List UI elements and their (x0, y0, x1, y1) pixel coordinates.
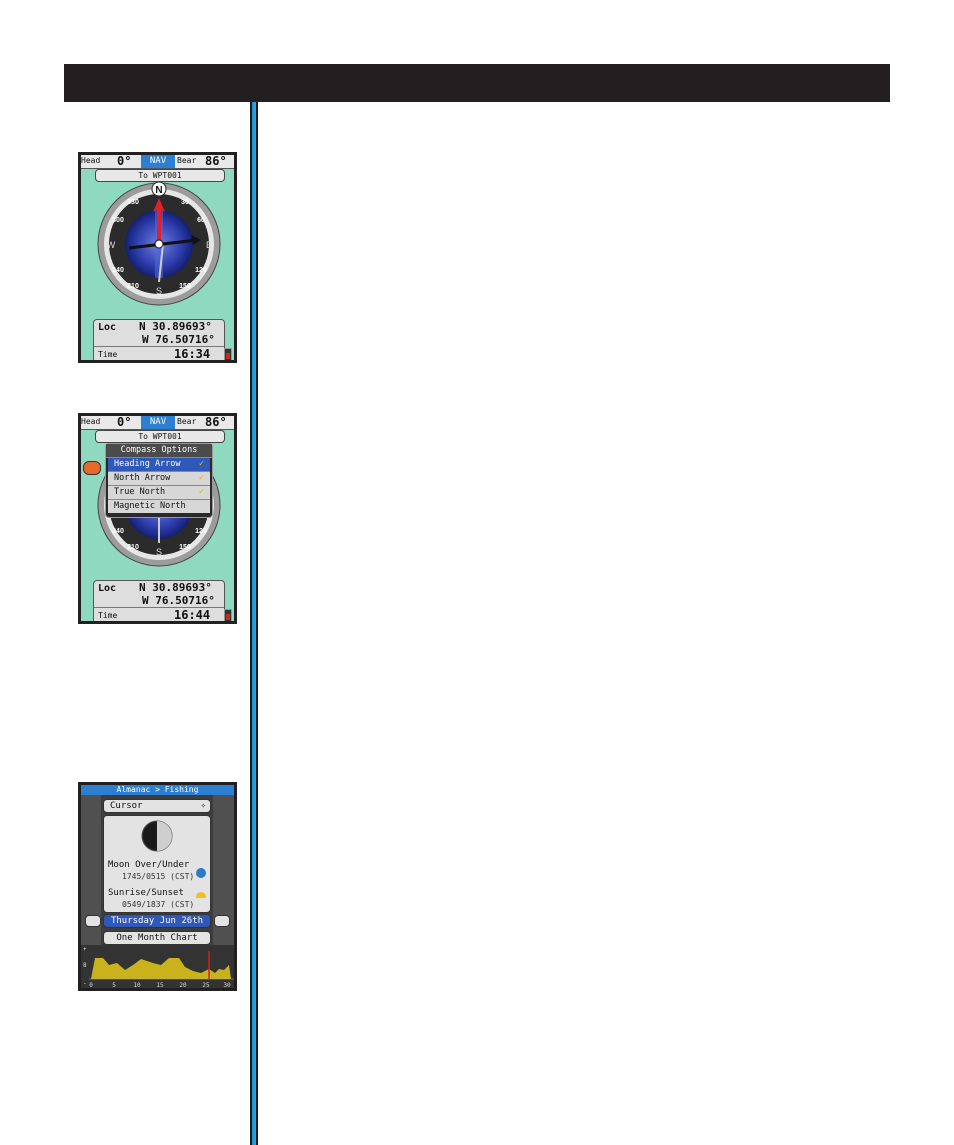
chart-x-tick: 25 (202, 982, 210, 988)
sun-label: Sunrise/Sunset (108, 888, 184, 898)
fishing-chart: + 8 - 0 5 10 15 20 25 30 (81, 945, 234, 988)
dial-e: E (206, 240, 212, 250)
dial-w: W (107, 240, 116, 250)
dial-s: S (156, 547, 162, 557)
cursor-label: Cursor (110, 801, 143, 811)
chart-y-top: + (83, 946, 87, 953)
check-icon: ✓ (198, 487, 204, 497)
nav-compass-screenshot: Head 0° NAV Bear 86° To WPT001 N E S (78, 152, 237, 363)
battery-icon (224, 348, 232, 360)
dial-60: 60 (197, 217, 205, 224)
dial-210: 210 (127, 544, 139, 551)
chart-y-bottom: - (83, 980, 87, 987)
menu-item-heading-arrow[interactable]: Heading Arrow ✓ (108, 458, 210, 472)
time-value: 16:34 (174, 347, 211, 360)
chart-x-tick: 15 (156, 982, 164, 988)
prev-day-icon[interactable] (85, 915, 101, 927)
menu-item-north-arrow[interactable]: North Arrow ✓ (108, 472, 210, 486)
bearing-label: Bear (177, 156, 197, 165)
dial-210: 210 (127, 283, 139, 290)
nav-screen: Head 0° NAV Bear 86° To WPT001 N E S (81, 155, 234, 360)
check-icon: ✓ (198, 459, 204, 469)
heading-value: 0° (117, 155, 132, 168)
sidebar-divider (250, 102, 258, 1145)
sun-times: 0549/1837 (CST) (122, 900, 195, 909)
bearing-value: 86° (205, 416, 227, 429)
almanac-screen: Almanac > Fishing Cursor ✧ Moon Over/Und… (81, 785, 234, 988)
destination-label: To WPT001 (95, 430, 225, 443)
latitude-value: N 30.89693° (139, 320, 212, 333)
menu-item-magnetic-north[interactable]: Magnetic North (108, 500, 210, 513)
next-day-icon[interactable] (214, 915, 230, 927)
almanac-info-card: Moon Over/Under 1745/0515 (CST) Sunrise/… (103, 815, 211, 913)
exit-icon[interactable] (83, 461, 101, 475)
chart-x-tick: 0 (89, 982, 93, 988)
north-marker-icon (151, 182, 167, 197)
menu-item-true-north[interactable]: True North ✓ (108, 486, 210, 500)
dial-30: 30 (181, 199, 189, 206)
latitude-value: N 30.89693° (139, 581, 212, 594)
longitude-value: W 76.50716° (142, 594, 215, 607)
chart-x-tick: 30 (223, 982, 231, 988)
menu-item-label: True North (114, 487, 166, 497)
bearing-label: Bear (177, 417, 197, 426)
dial-n: N (155, 185, 162, 196)
nav-topbar: Head 0° NAV Bear 86° (81, 416, 234, 430)
location-panel: Loc N 30.89693° W 76.50716° Time 16:44 (93, 580, 225, 621)
moon-label: Moon Over/Under (108, 860, 190, 870)
compass-options-menu: Compass Options Heading Arrow ✓ North Ar… (105, 443, 213, 518)
destination-label: To WPT001 (95, 169, 225, 182)
loc-label: Loc (98, 583, 117, 594)
sunrise-icon (196, 892, 206, 898)
dial-240: 240 (112, 267, 124, 274)
heading-value: 0° (117, 416, 132, 429)
north-arrow-icon (153, 198, 165, 242)
menu-item-label: Magnetic North (114, 501, 186, 511)
location-panel: Loc N 30.89693° W 76.50716° Time 16:34 (93, 319, 225, 360)
moon-phase-icon (141, 820, 173, 852)
time-label: Time (98, 611, 118, 620)
time-value: 16:44 (174, 608, 211, 621)
almanac-title: Almanac > Fishing (81, 785, 234, 795)
compass-options-screenshot: Head 0° NAV Bear 86° To WPT001 120 150 2… (78, 413, 237, 624)
bearing-value: 86° (205, 155, 227, 168)
nav-topbar: Head 0° NAV Bear 86° (81, 155, 234, 169)
crosshair-icon: ✧ (200, 801, 206, 811)
nav-screen-menu: Head 0° NAV Bear 86° To WPT001 120 150 2… (81, 416, 234, 621)
heading-label: Head (81, 156, 101, 165)
page-header-bar (64, 64, 890, 102)
check-icon: ✓ (198, 473, 204, 483)
heading-label: Head (81, 417, 101, 426)
chart-y-mid: 8 (83, 962, 87, 969)
chart-x-tick: 5 (112, 982, 116, 988)
longitude-value: W 76.50716° (142, 333, 215, 346)
dial-120: 120 (195, 528, 207, 535)
nav-mode-tab[interactable]: NAV (141, 155, 175, 168)
globe-icon (196, 868, 206, 878)
almanac-fishing-screenshot: Almanac > Fishing Cursor ✧ Moon Over/Und… (78, 782, 237, 991)
date-selector[interactable]: Thursday Jun 26th (103, 914, 211, 928)
dial-330: 330 (127, 199, 139, 206)
dial-s: S (156, 286, 162, 296)
nav-mode-tab[interactable]: NAV (141, 416, 175, 429)
dial-150: 150 (179, 283, 191, 290)
menu-item-label: Heading Arrow (114, 459, 181, 469)
dial-120: 120 (195, 267, 207, 274)
menu-title: Compass Options (106, 444, 212, 458)
time-label: Time (98, 350, 118, 359)
one-month-chart-button[interactable]: One Month Chart (103, 931, 211, 945)
dial-150: 150 (179, 544, 191, 551)
chart-x-tick: 20 (179, 982, 187, 988)
moon-times: 1745/0515 (CST) (122, 872, 195, 881)
loc-label: Loc (98, 322, 117, 333)
dial-240: 240 (112, 528, 124, 535)
compass-dial: N E S W 30 60 120 150 210 240 300 330 (97, 182, 221, 306)
dial-300: 300 (112, 217, 124, 224)
chart-x-tick: 10 (133, 982, 141, 988)
menu-item-label: North Arrow (114, 473, 171, 483)
activity-area (91, 958, 231, 979)
cursor-button[interactable]: Cursor ✧ (103, 799, 211, 813)
battery-icon (224, 609, 232, 621)
